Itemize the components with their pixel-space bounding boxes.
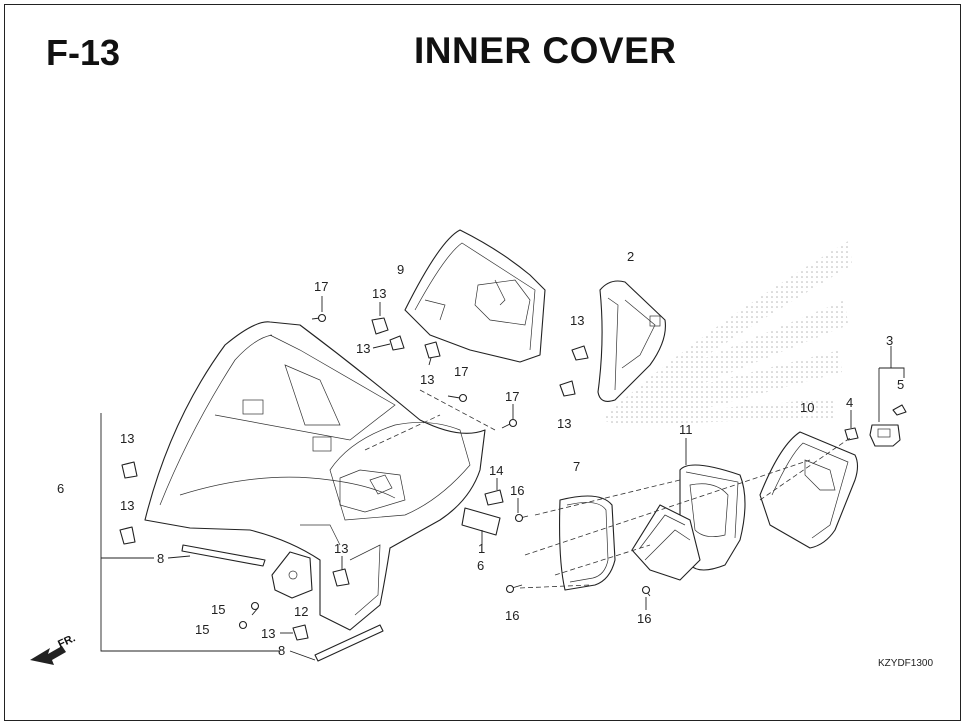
front-direction-arrow-icon: FR. [30, 632, 77, 665]
side-cover [597, 280, 666, 402]
callout-2: 2 [627, 249, 634, 264]
callout-14: 14 [489, 463, 503, 478]
callout-9: 9 [397, 262, 404, 277]
callout-13: 13 [356, 341, 370, 356]
callout-12: 12 [294, 604, 308, 619]
screws [238, 313, 651, 630]
callout-13: 13 [420, 372, 434, 387]
callout-15: 15 [195, 622, 209, 637]
direction-label: FR. [56, 632, 77, 650]
callout-3: 3 [886, 333, 893, 348]
callout-13: 13 [570, 313, 584, 328]
glove-box-lid [631, 464, 746, 581]
callout-8: 8 [157, 551, 164, 566]
callout-16: 16 [505, 608, 519, 623]
figure-code: F-13 [46, 32, 121, 73]
callout-13: 13 [557, 416, 571, 431]
callout-6: 6 [477, 558, 484, 573]
callout-16: 16 [637, 611, 651, 626]
reference-code: KZYDF1300 [878, 658, 933, 669]
leader-lines [100, 296, 905, 661]
callout-17: 17 [314, 279, 328, 294]
clip-fasteners [119, 317, 589, 641]
inner-cover-front [144, 321, 486, 631]
brand-wing-watermark [600, 240, 852, 425]
callout-13: 13 [372, 286, 386, 301]
callout-7: 7 [573, 459, 580, 474]
callout-6: 6 [57, 481, 64, 496]
relation-lines [364, 389, 851, 589]
callout-17: 17 [454, 364, 468, 379]
strips [181, 507, 501, 662]
callout-17: 17 [505, 389, 519, 404]
bracket [271, 551, 313, 599]
callout-8: 8 [278, 643, 285, 658]
callout-13: 13 [120, 498, 134, 513]
callout-4: 4 [846, 395, 853, 410]
inner-upper-panel [404, 229, 546, 363]
callout-13: 13 [334, 541, 348, 556]
callout-labels: 2 9 17 13 13 13 17 13 17 13 3 5 10 4 11 … [57, 249, 904, 658]
callout-13: 13 [120, 431, 134, 446]
callout-10: 10 [800, 400, 814, 415]
pocket-box [759, 431, 859, 549]
figure-title: INNER COVER [414, 30, 677, 71]
callout-11: 11 [679, 422, 693, 437]
lock-assembly [844, 404, 907, 447]
callout-16: 16 [510, 483, 524, 498]
callout-15: 15 [211, 602, 225, 617]
seal-rubber [559, 495, 616, 591]
callout-5: 5 [897, 377, 904, 392]
callout-13: 13 [261, 626, 275, 641]
callout-1: 1 [478, 541, 485, 556]
